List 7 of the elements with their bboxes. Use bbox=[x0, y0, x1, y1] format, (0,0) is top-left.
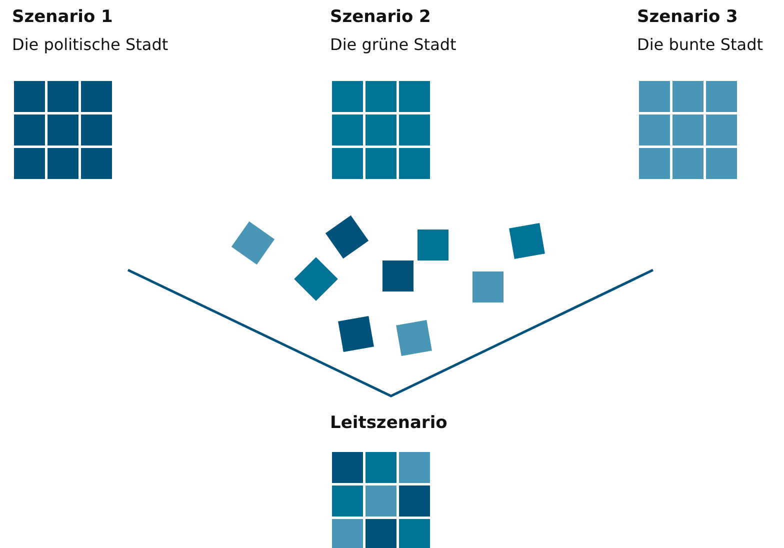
scenario-subtitle: Die grüne Stadt bbox=[330, 34, 456, 56]
scenario-heading: Szenario 2 bbox=[330, 6, 432, 28]
scenario-heading: Szenario 3 bbox=[637, 6, 739, 28]
scenario-subtitle: Die politische Stadt bbox=[12, 34, 168, 56]
scenario-heading: Szenario 1 bbox=[12, 6, 114, 28]
scenario-heading: Leitszenario bbox=[330, 412, 448, 434]
scenario-subtitle: Die bunte Stadt bbox=[637, 34, 763, 56]
